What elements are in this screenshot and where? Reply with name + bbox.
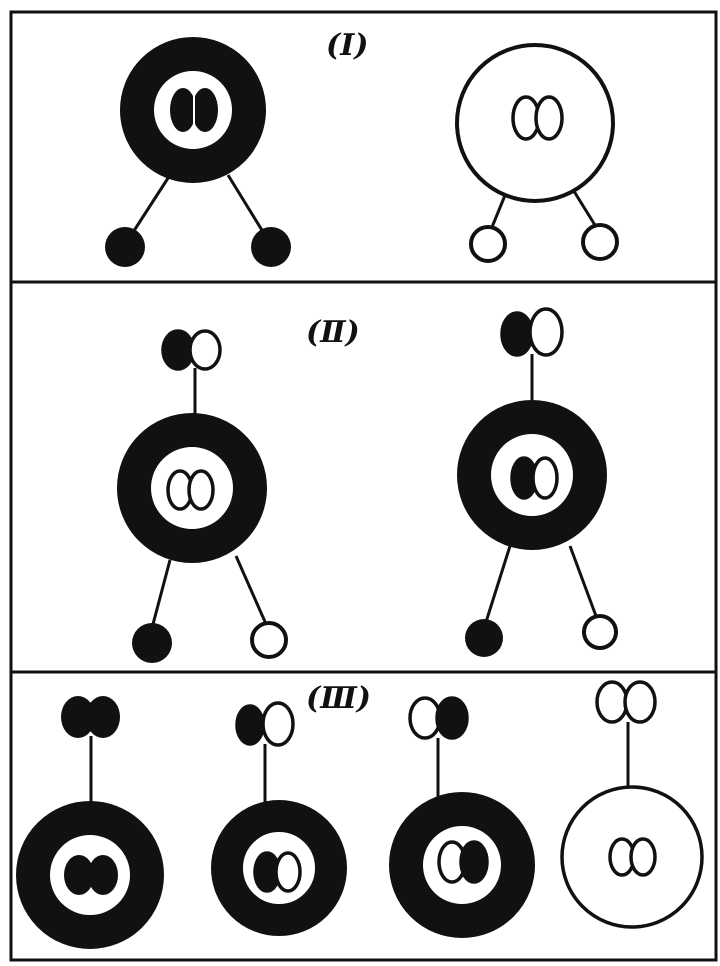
panel-1-label: (Ⅰ) [326,28,368,63]
offspring-cell-icon [132,623,172,663]
nucleus-icon [170,88,218,132]
panel-3-cell-1 [16,696,164,949]
connector-line [484,545,512,623]
panel-3-cell-3 [389,696,535,938]
panel-1-white-parent [455,43,619,263]
offspring-cell-icon [250,621,288,659]
connector-line [234,555,268,625]
panel-3-cell-2 [211,701,347,936]
offspring-cell-icon [465,619,503,657]
offspring-cell-icon [581,223,619,261]
nucleus-icon [511,95,564,141]
panel-3-cell-4 [560,680,704,929]
offspring-cell-icon [582,614,618,650]
connector-line [226,174,270,241]
chromosome-pair-icon [595,680,657,724]
nucleus-icon [64,855,118,895]
panel-2-label: (Ⅱ) [306,315,360,350]
offspring-cell-icon [251,227,291,267]
chromosome-pair-icon [408,696,469,740]
offspring-cell-icon [469,225,507,263]
nucleus-icon [510,456,559,500]
chromosome-pair-icon [500,307,564,357]
panel-frames [9,10,718,962]
nucleus-icon [166,469,215,511]
chromosome-pair-icon [161,329,222,371]
connector-line [150,559,172,629]
connector-line [568,545,598,617]
nucleus-icon [608,837,657,877]
panel-3-frame [9,670,718,962]
offspring-cell-icon [105,227,145,267]
nucleus-icon [437,840,489,884]
connector-line [126,174,172,241]
connector-line [570,187,600,231]
nucleus-icon [253,851,302,893]
chromosome-pair-icon [235,701,295,747]
panel-2-left-cell [117,329,288,663]
chromosome-pair-icon [61,696,120,738]
panel-2-frame [9,280,718,674]
panel-1-dark-parent [105,37,291,267]
panel-3-label: (Ⅲ) [306,681,371,716]
panel-2-right-cell [457,307,618,657]
